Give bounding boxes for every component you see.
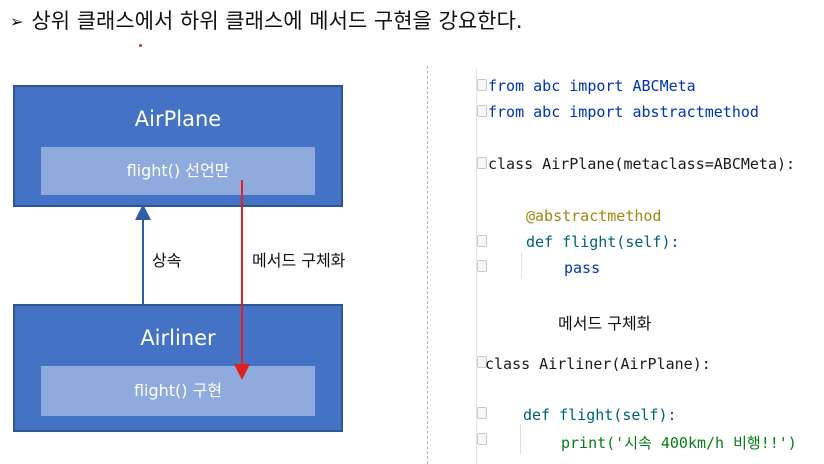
child-method-box: flight() 구현 (41, 366, 315, 416)
indent-guide (521, 252, 522, 278)
code-line-9-text: print('시속 400km/h 비행!!') (561, 434, 797, 452)
code-line-7-text: class Airliner(AirPlane): (485, 355, 711, 373)
arrow-bullet-icon: ➢ (10, 12, 24, 31)
parent-class-title: AirPlane (134, 107, 222, 131)
child-class-box: Airliner flight() 구현 (13, 304, 343, 432)
code-line-2-text: from abc import abstractmethod (488, 103, 759, 121)
code-line-1: from abc import ABCMeta (488, 77, 696, 95)
code-line-9: print('시속 400km/h 비행!!') (561, 432, 797, 453)
parent-method-box: flight() 선언만 (41, 147, 315, 195)
red-dot-mark (139, 44, 142, 47)
code-line-2: from abc import abstractmethod (488, 103, 759, 121)
code-line-3: class AirPlane(metaclass=ABCMeta): (488, 155, 795, 173)
fold-marker-icon (477, 105, 487, 117)
code-line-8-text: def flight(self): (523, 406, 677, 424)
fold-marker-icon (477, 407, 487, 419)
code-line-7: class Airliner(AirPlane): (485, 355, 711, 373)
child-method-label: flight() 구현 (133, 381, 223, 400)
code-line-3-text: class AirPlane(metaclass=ABCMeta): (488, 155, 796, 173)
code-line-6-text: pass (564, 259, 601, 277)
headline: ➢ 상위 클래스에서 하위 클래스에 메서드 구현을 강요한다. (10, 6, 523, 36)
indent-guide (520, 424, 521, 454)
code-arrow-label: 메서드 구체화 (558, 314, 652, 333)
headline-text: 상위 클래스에서 하위 클래스에 메서드 구현을 강요한다. (31, 9, 523, 33)
code-line-5: def flight(self): (526, 233, 680, 251)
code-line-6: pass (564, 259, 600, 277)
code-line-4: @abstractmethod (526, 207, 661, 225)
fold-marker-icon (477, 260, 487, 272)
parent-method-label: flight() 선언만 (126, 161, 230, 180)
inheritance-label: 상속 (152, 251, 182, 270)
vertical-divider (427, 66, 428, 464)
fold-marker-icon (477, 356, 487, 368)
code-line-5-text: def flight(self): (526, 233, 680, 251)
code-line-1-text: from abc import ABCMeta (488, 77, 696, 95)
code-editor-panel (476, 68, 824, 464)
fold-marker-icon (477, 157, 487, 169)
child-class-title: Airliner (140, 326, 216, 350)
parent-class-box: AirPlane flight() 선언만 (13, 85, 343, 207)
fold-marker-icon (477, 433, 487, 445)
code-line-4-text: @abstractmethod (526, 207, 662, 225)
implementation-label: 메서드 구체화 (252, 251, 346, 270)
fold-marker-icon (477, 235, 487, 247)
fold-marker-icon (477, 79, 487, 91)
code-line-8: def flight(self): (523, 406, 677, 424)
